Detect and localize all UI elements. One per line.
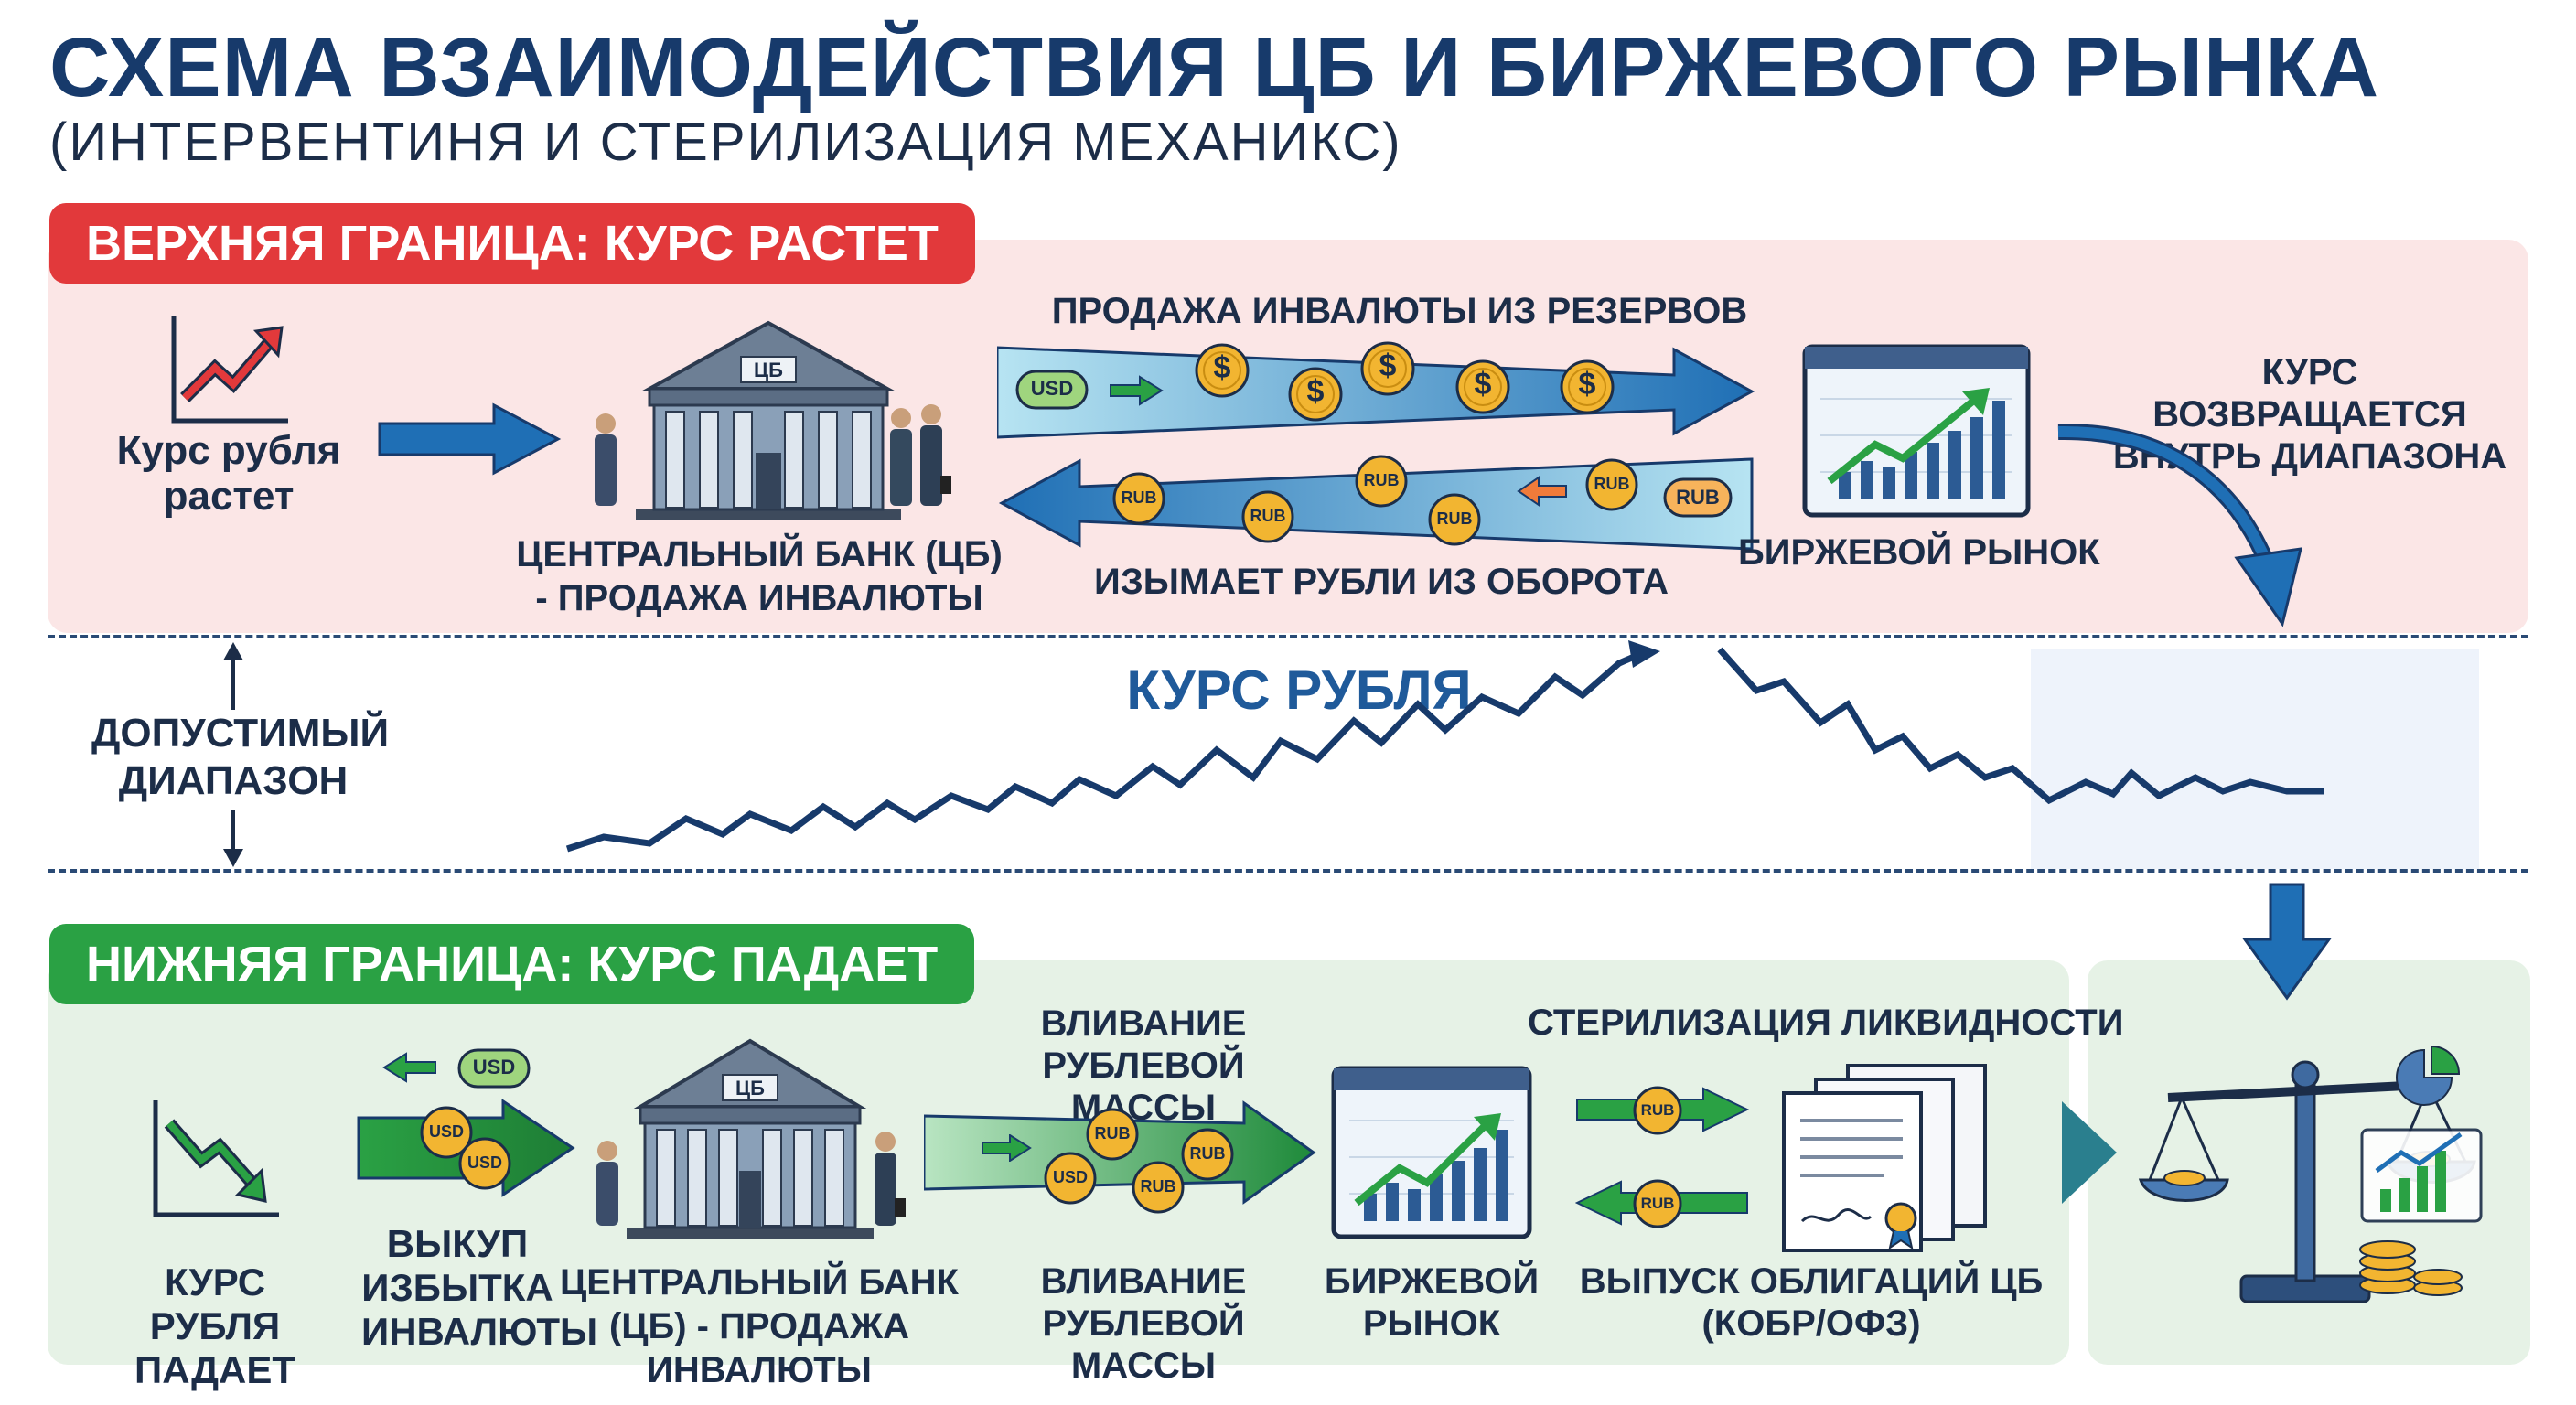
rub-coin-label: RUB bbox=[1189, 1144, 1226, 1163]
rub-coin-label: RUB bbox=[1436, 509, 1473, 528]
returns-label: КУРС ВОЗВРАЩАЕТСЯ ВНУТРЬ ДИАПАЗОНА bbox=[2112, 352, 2507, 477]
ruble-falling-label: КУРС РУБЛЯ ПАДАЕТ bbox=[134, 1260, 295, 1391]
rub-coin-label: RUB bbox=[1363, 471, 1400, 489]
rub-coin-label: RUB bbox=[1640, 1101, 1675, 1119]
usd-coin-label: USD bbox=[428, 1122, 464, 1141]
rub-chip-label: RUB bbox=[1676, 486, 1720, 509]
upper-range-line bbox=[48, 635, 2528, 638]
rub-coin-label: RUB bbox=[1140, 1177, 1176, 1196]
dollar-coin-label: $ bbox=[1474, 367, 1492, 402]
dollar-coin-label: $ bbox=[1578, 367, 1596, 402]
rub-coin-icon bbox=[1355, 455, 1408, 508]
falling-chart-icon bbox=[153, 1100, 279, 1217]
rub-coin-icon bbox=[1585, 458, 1638, 511]
rising-chart-icon bbox=[171, 316, 288, 424]
rub-coin-icon bbox=[1241, 490, 1294, 543]
dollar-coin-icon bbox=[1288, 367, 1343, 422]
dollar-coin-label: $ bbox=[1306, 374, 1325, 409]
dollar-coin-icon bbox=[1195, 343, 1250, 398]
down-arrow-icon bbox=[2242, 883, 2332, 1001]
buyback-label: ВЫКУП ИЗБЫТКА ИНВАЛЮТЫ bbox=[361, 1222, 598, 1353]
usd-coin-label: USD bbox=[1052, 1168, 1088, 1186]
page-title: СХЕМА ВЗАИМОДЕЙСТВИЯ ЦБ И БИРЖЕВОГО РЫНК… bbox=[49, 21, 2380, 114]
usd-chip-label: USD bbox=[1030, 377, 1074, 400]
usd-coin-icon bbox=[458, 1137, 511, 1190]
rub-coin-icon bbox=[1633, 1086, 1682, 1135]
range-label-bg bbox=[91, 710, 375, 810]
dollar-coin-label: $ bbox=[1379, 349, 1397, 383]
small-left-arrow-icon bbox=[382, 1052, 436, 1083]
exchange-upper-label: БИРЖЕВОЙ РЫНОК bbox=[1738, 532, 2100, 573]
small-green-arrow-icon bbox=[982, 1134, 1032, 1162]
rub-coin-icon bbox=[1633, 1179, 1682, 1228]
usd-chip-icon bbox=[457, 1048, 531, 1089]
usd-coin-icon bbox=[420, 1106, 473, 1159]
rub-coin-label: RUB bbox=[1640, 1195, 1675, 1212]
sterilization-label: СТЕРИЛИЗАЦИЯ ЛИКВИДНОСТИ bbox=[1528, 1003, 2124, 1043]
ruble-rate-line bbox=[565, 640, 2479, 869]
chevron-right-icon bbox=[2062, 1101, 2117, 1204]
rub-coin-icon bbox=[1086, 1108, 1139, 1161]
central-bank-building-icon bbox=[596, 1038, 906, 1239]
bonds-label: ВЫПУСК ОБЛИГАЦИЙ ЦБ (КОБР/ОФЗ) bbox=[1579, 1261, 2044, 1344]
rub-coin-icon bbox=[1132, 1161, 1185, 1214]
exchange-chart-screen-icon bbox=[1802, 344, 2031, 518]
central-bank-building-icon bbox=[595, 320, 951, 520]
dollar-coin-label: $ bbox=[1213, 350, 1231, 385]
arrow-right-icon bbox=[378, 402, 562, 476]
curved-down-arrow-icon bbox=[2057, 423, 2302, 627]
dollar-coin-icon bbox=[1360, 341, 1415, 396]
usd-chip-label: USD bbox=[472, 1056, 516, 1078]
lower-boundary-badge: НИЖНЯЯ ГРАНИЦА: КУРС ПАДАЕТ bbox=[49, 924, 975, 1004]
rub-coin-label: RUB bbox=[1250, 507, 1286, 525]
usd-coin-label: USD bbox=[467, 1153, 502, 1172]
cb-sign: ЦБ bbox=[735, 1077, 765, 1099]
dollar-coin-icon bbox=[1560, 359, 1615, 414]
bond-documents-icon bbox=[1782, 1064, 1987, 1252]
withdraw-rub-label: ИЗЫМАЕТ РУБЛИ ИЗ ОБОРОТА bbox=[1093, 562, 1669, 602]
exchange-lower-label: БИРЖЕВОЙ РЫНОК bbox=[1324, 1261, 1540, 1344]
cb-lower-label: ЦЕНТРАЛЬНЫЙ БАНК (ЦБ) - ПРОДАЖА ИНВАЛЮТЫ bbox=[560, 1262, 959, 1390]
cb-sign: ЦБ bbox=[754, 359, 783, 381]
rub-chip-icon bbox=[1663, 477, 1733, 518]
rub-coin-icon bbox=[1181, 1128, 1234, 1181]
upper-boundary-badge: ВЕРХНЯЯ ГРАНИЦА: КУРС РАСТЕТ bbox=[49, 203, 975, 284]
small-green-arrow-icon bbox=[1110, 375, 1164, 406]
cb-upper-label: ЦЕНТРАЛЬНЫЙ БАНК (ЦБ) - ПРОДАЖА ИНВАЛЮТЫ bbox=[516, 534, 1003, 618]
rub-coin-label: RUB bbox=[1594, 475, 1630, 493]
dollar-coin-icon bbox=[1455, 359, 1510, 414]
balance-scale-icon bbox=[2138, 1045, 2483, 1303]
usd-chip-icon bbox=[1015, 370, 1089, 410]
rub-coin-label: RUB bbox=[1121, 488, 1157, 507]
small-orange-arrow-icon bbox=[1517, 476, 1567, 507]
sell-fx-flow-arrow bbox=[997, 346, 1755, 439]
ruble-rising-label: Курс рубля растет bbox=[116, 428, 341, 519]
usd-coin-icon bbox=[1044, 1152, 1097, 1205]
range-label: ДОПУСТИМЫЙ ДИАПАЗОН bbox=[91, 711, 390, 803]
inflow-bottom-label: ВЛИВАНИЕ РУБЛЕВОЙ МАССЫ bbox=[1040, 1261, 1247, 1386]
exchange-chart-screen-icon bbox=[1331, 1066, 1532, 1239]
rub-coin-icon bbox=[1428, 493, 1481, 546]
page-subtitle: (ИНТЕРВЕНТИНЯ И СТЕРИЛИЗАЦИЯ МЕХАНИКС) bbox=[49, 113, 1402, 172]
rub-coin-icon bbox=[1112, 472, 1165, 525]
sell-fx-label: ПРОДАЖА ИНВАЛЮТЫ ИЗ РЕЗЕРВОВ bbox=[1051, 291, 1748, 331]
lower-range-line bbox=[48, 869, 2528, 873]
rub-coin-label: RUB bbox=[1094, 1124, 1131, 1142]
